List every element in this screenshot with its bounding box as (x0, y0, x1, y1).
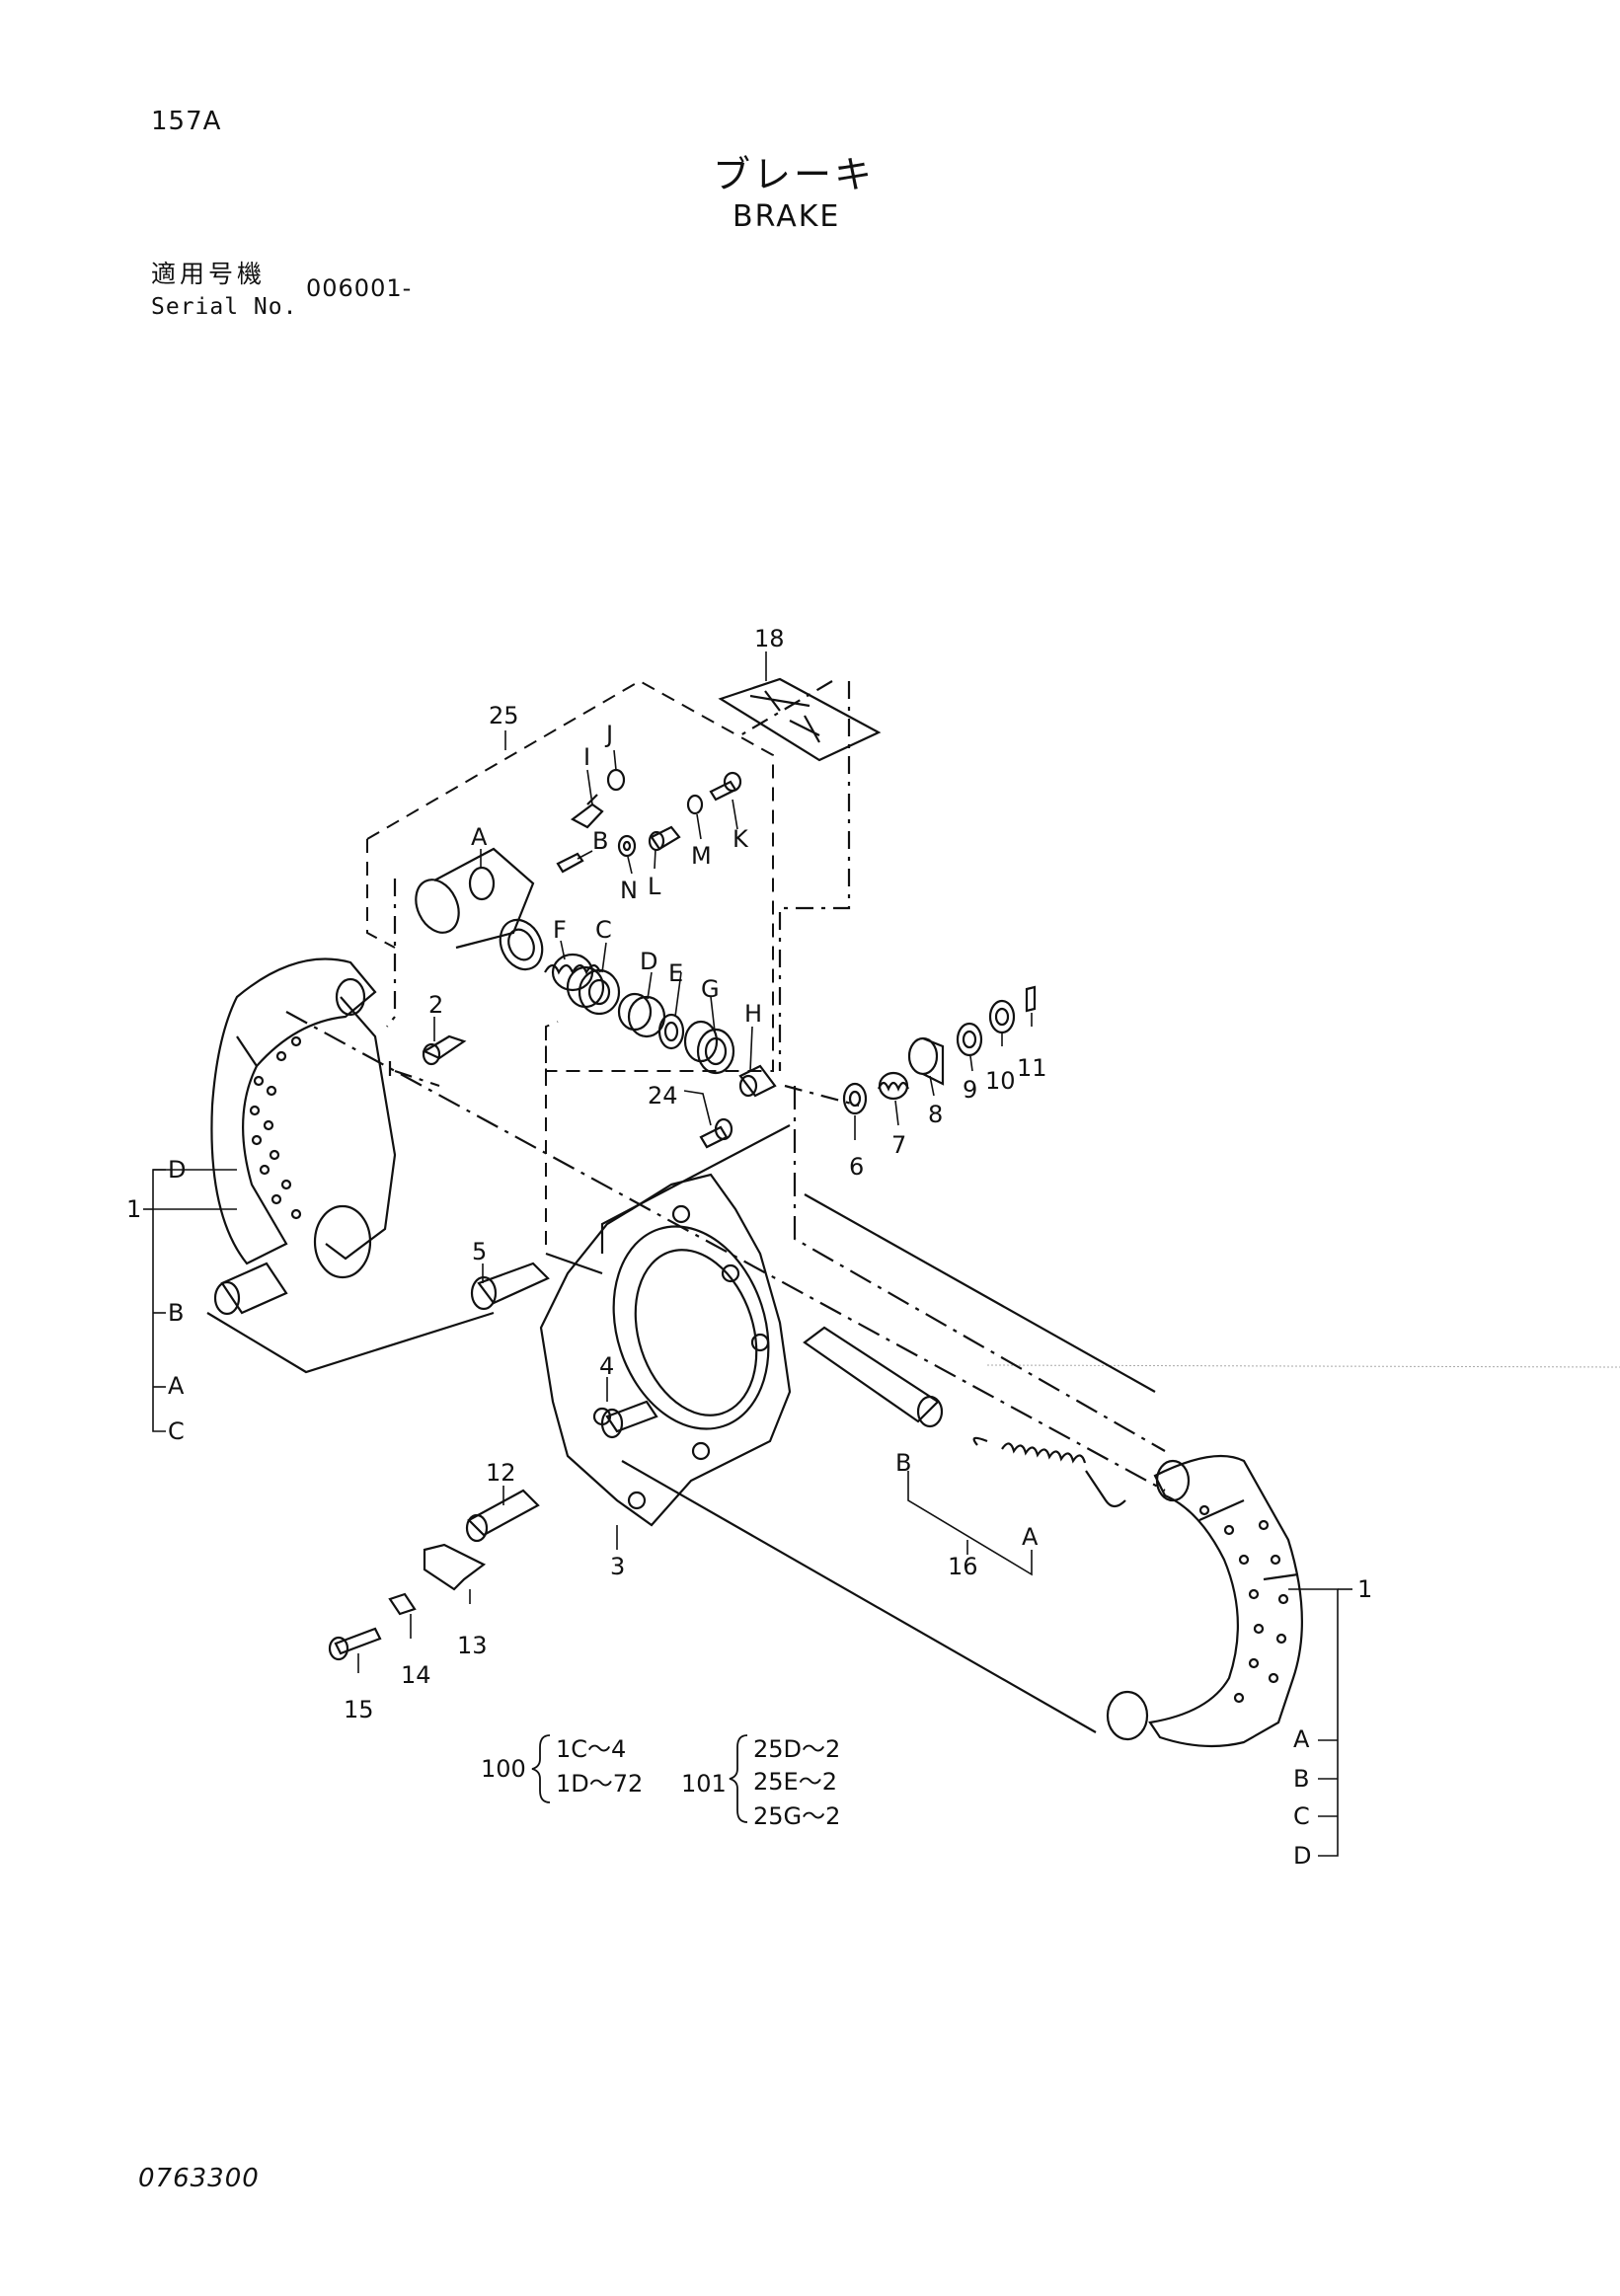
label-H: H (744, 1000, 762, 1028)
part-24-bolt (699, 1117, 733, 1149)
label-L: L (648, 873, 661, 900)
label-1-right: 1 (1357, 1575, 1372, 1603)
part-15-bolt (328, 1627, 382, 1661)
label-right-A: A (1293, 1725, 1310, 1753)
kit-101-number: 101 (681, 1770, 727, 1798)
title-english: BRAKE (733, 199, 841, 234)
kit-101-item-2: 25E～2 (753, 1768, 837, 1796)
label-10: 10 (985, 1067, 1016, 1095)
part-I-fitting (570, 794, 604, 829)
part-12-pin (465, 1489, 540, 1543)
part-J-cap (606, 768, 626, 792)
label-9: 9 (963, 1076, 977, 1104)
part-H-pin (738, 1064, 777, 1098)
label-25: 25 (489, 702, 519, 729)
part-1-brake-shoe-right (1106, 1454, 1303, 1748)
document-number: 0763300 (138, 2164, 260, 2193)
label-N: N (620, 877, 638, 904)
part-D-piston (617, 992, 666, 1038)
part-3-backing-plate (539, 1173, 792, 1527)
part-18-plate (718, 677, 882, 762)
label-5: 5 (472, 1238, 487, 1265)
label-C: C (595, 916, 612, 944)
part-25-wheel-cylinder (415, 847, 544, 971)
label-16: 16 (948, 1553, 978, 1580)
label-14: 14 (401, 1661, 431, 1689)
label-left-D: D (168, 1156, 186, 1184)
part-K-bolt (709, 771, 742, 802)
label-1-left: 1 (126, 1195, 141, 1223)
part-9-washer (956, 1022, 983, 1057)
part-2-pin (422, 1034, 467, 1066)
part-N-washer (617, 834, 637, 858)
label-11: 11 (1017, 1054, 1047, 1082)
label-left-A: A (168, 1372, 185, 1400)
label-I: I (583, 743, 590, 771)
serial-label-japanese: 適用号機 (151, 260, 267, 288)
part-5-adjuster (470, 1262, 550, 1311)
part-G-boot (683, 1020, 735, 1075)
part-11-pin (1025, 985, 1037, 1013)
label-6: 6 (849, 1153, 864, 1181)
kit-100-number: 100 (481, 1755, 526, 1783)
title-japanese: ブレーキ (713, 153, 876, 196)
label-A: A (471, 823, 488, 851)
part-C-seal (566, 965, 621, 1016)
part-6-washer (842, 1082, 868, 1115)
part-1-brake-shoe-left (210, 957, 397, 1279)
part-16-spring (972, 1436, 1126, 1508)
label-B: B (592, 827, 608, 855)
part-L-elbow (648, 825, 681, 852)
part-4-adjuster (600, 1400, 658, 1439)
label-F: F (553, 916, 567, 944)
part-14-clip (388, 1592, 417, 1616)
label-spring-B: B (895, 1449, 911, 1477)
label-18: 18 (754, 625, 785, 652)
label-4: 4 (599, 1352, 614, 1380)
label-M: M (691, 842, 712, 870)
label-3: 3 (610, 1553, 625, 1580)
label-K: K (733, 825, 749, 853)
part-7-spring (877, 1071, 910, 1101)
part-16-rod (803, 1326, 944, 1428)
label-left-B: B (168, 1299, 184, 1327)
label-left-C: C (168, 1417, 185, 1445)
part-10-washer (988, 999, 1016, 1034)
kit-100-item-2: 1D～72 (556, 1770, 643, 1798)
page-number: 157A (151, 107, 222, 136)
label-12: 12 (486, 1459, 516, 1487)
label-15: 15 (344, 1696, 374, 1723)
part-B-bleeder (556, 852, 584, 874)
part-E-ring (657, 1013, 685, 1050)
part-B-bushing (213, 1262, 288, 1316)
label-D: D (640, 948, 657, 975)
label-spring-A: A (1022, 1523, 1039, 1551)
kit-100-item-1: 1C～4 (556, 1735, 626, 1763)
serial-number-value: 006001- (306, 274, 413, 302)
serial-label-english: Serial No. (151, 294, 298, 320)
label-2: 2 (428, 991, 443, 1019)
label-right-C: C (1293, 1802, 1310, 1830)
part-13-plate (423, 1543, 487, 1591)
kit-101-item-3: 25G～2 (753, 1802, 840, 1830)
part-8-bushing (907, 1036, 945, 1086)
label-E: E (668, 959, 683, 987)
label-J: J (604, 721, 613, 748)
label-7: 7 (891, 1131, 906, 1159)
label-right-D: D (1293, 1842, 1311, 1870)
kit-101-item-1: 25D～2 (753, 1735, 840, 1763)
label-13: 13 (457, 1632, 488, 1659)
label-8: 8 (928, 1101, 943, 1128)
label-right-B: B (1293, 1765, 1309, 1793)
label-24: 24 (648, 1082, 678, 1110)
label-G: G (701, 975, 720, 1003)
part-M-washer (686, 794, 704, 815)
